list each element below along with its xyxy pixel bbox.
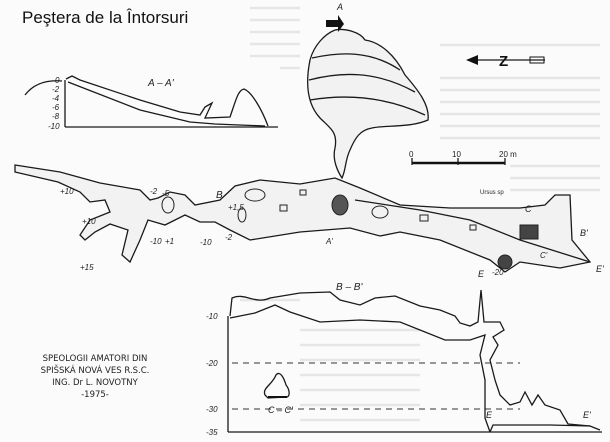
profile-c-c: C – C' [263, 372, 293, 415]
credit-line: -1975- [81, 390, 109, 400]
tick-label: -10 [48, 122, 60, 131]
plan-label: Ursus sp [480, 190, 504, 196]
tick-label: -4 [52, 94, 60, 103]
profile-a-a-label: A – A' [147, 78, 175, 89]
depth-label: +10 [60, 187, 74, 196]
plan-label: E [478, 269, 485, 279]
depth-label: +10 [82, 217, 96, 226]
depth-label: -10 [150, 237, 162, 246]
tick-label: -30 [206, 405, 218, 414]
tick-label: -6 [52, 103, 60, 112]
plan-label: C [525, 204, 532, 214]
profile-marker: E [486, 410, 493, 420]
scale-bar: 0 10 20 m [409, 150, 517, 165]
credit-line: SPEOLOGII AMATORI DIN [43, 354, 148, 364]
plan-label: E' [596, 264, 604, 274]
map-title: Peştera de la Întorsuri [22, 8, 189, 27]
depth-label: -2 [225, 233, 233, 242]
depth-label: -2 [150, 187, 158, 196]
profile-a-a: 0 -2 -4 -6 -8 -10 A – A' [24, 75, 278, 131]
tick-label: -20 [206, 359, 218, 368]
north-label: Z [499, 53, 508, 70]
depth-label: +15 [80, 263, 94, 272]
tick-label: -8 [52, 112, 60, 121]
scale-label: 10 [452, 150, 461, 159]
plan-label: A [336, 2, 343, 12]
depth-label: +1 [165, 237, 174, 246]
entrance-arrow-icon [326, 15, 344, 32]
tick-label: 0 [55, 76, 60, 85]
profile-marker: E' [583, 410, 591, 420]
plan-label: B' [580, 228, 588, 238]
north-arrow: Z [466, 53, 545, 70]
credit-line: SPIŠSKÁ NOVÁ VES R.S.C. [41, 364, 150, 376]
background-text-texture [240, 6, 600, 422]
depth-label: +1,5 [228, 203, 244, 212]
tick-label: -2 [52, 85, 60, 94]
plan-label: B [216, 190, 223, 201]
depth-label: -5 [162, 189, 170, 198]
scale-label: 20 m [499, 150, 517, 159]
entrance-chamber: A [307, 2, 429, 180]
tick-label: -35 [206, 428, 218, 437]
profile-b-b-label: B – B' [336, 282, 363, 293]
plan-label: A' [325, 237, 333, 246]
depth-label: -10 [200, 238, 212, 247]
credits: SPEOLOGII AMATORI DIN SPIŠSKÁ NOVÁ VES R… [41, 354, 150, 400]
profile-c-c-label: C – C' [268, 405, 293, 415]
credit-line: ING. Dr L. NOVOTNY [52, 378, 139, 388]
depth-label: -20 [492, 268, 504, 277]
scale-label: 0 [409, 150, 414, 159]
profile-b-b: -10 -20 -30 -35 B – B' E E' [206, 282, 602, 437]
cave-plan: B A' B' C C' E E' Ursus sp -2 -5 +1,5 -2… [14, 164, 604, 279]
plan-label: C' [540, 251, 548, 260]
tick-label: -10 [206, 312, 218, 321]
